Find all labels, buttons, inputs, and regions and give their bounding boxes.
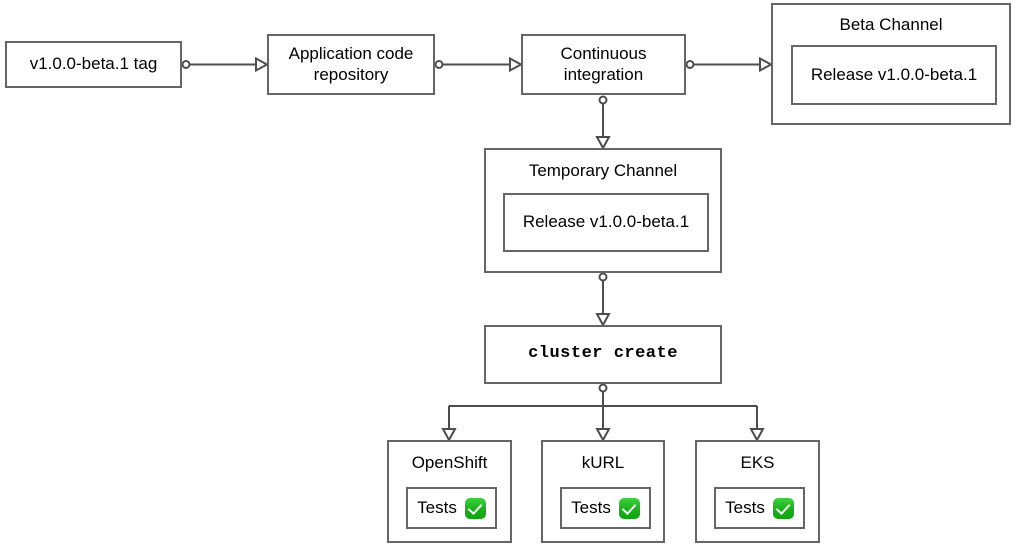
- edge-ci-to-temporary-channel: [595, 95, 611, 151]
- node-continuous-integration-label: Continuous integration: [560, 43, 647, 84]
- node-openshift-title: OpenShift: [411, 453, 488, 472]
- node-beta-channel-title: Beta Channel: [839, 15, 943, 34]
- node-tag-label: v1.0.0-beta.1 tag: [29, 54, 158, 74]
- node-temporary-channel-release-label: Release v1.0.0-beta.1: [522, 212, 690, 232]
- node-continuous-integration[interactable]: Continuous integration: [521, 34, 686, 95]
- node-openshift[interactable]: OpenShift Tests: [387, 440, 512, 543]
- check-mark-button-icon: [464, 497, 486, 519]
- node-temporary-channel[interactable]: Temporary Channel Release v1.0.0-beta.1: [484, 148, 722, 273]
- check-mark-button-icon: [772, 497, 794, 519]
- edge-tag-to-repo: [181, 56, 270, 73]
- node-cluster-create[interactable]: cluster create: [484, 325, 722, 384]
- check-mark-button-icon: [618, 497, 640, 519]
- node-beta-channel[interactable]: Beta Channel Release v1.0.0-beta.1: [771, 3, 1011, 125]
- edge-temporary-channel-to-cluster-create: [595, 272, 611, 328]
- node-openshift-tests-label: Tests: [417, 497, 457, 517]
- node-beta-channel-release[interactable]: Release v1.0.0-beta.1: [791, 45, 997, 105]
- node-eks-tests-label: Tests: [725, 497, 765, 517]
- node-application-code-repository-label: Application code repository: [288, 43, 414, 84]
- node-kurl-tests[interactable]: Tests: [560, 487, 651, 529]
- node-cluster-create-label: cluster create: [528, 344, 678, 364]
- edge-ci-to-beta-channel: [685, 56, 774, 73]
- node-temporary-channel-title: Temporary Channel: [528, 161, 678, 180]
- node-kurl[interactable]: kURL Tests: [541, 440, 665, 543]
- node-openshift-tests[interactable]: Tests: [406, 487, 497, 529]
- node-application-code-repository[interactable]: Application code repository: [267, 34, 435, 95]
- node-beta-channel-release-label: Release v1.0.0-beta.1: [810, 64, 978, 84]
- node-tag[interactable]: v1.0.0-beta.1 tag: [5, 41, 182, 88]
- node-temporary-channel-release[interactable]: Release v1.0.0-beta.1: [503, 193, 709, 252]
- node-eks[interactable]: EKS Tests: [695, 440, 820, 543]
- node-kurl-tests-label: Tests: [571, 497, 611, 517]
- edge-repo-to-ci: [434, 56, 524, 73]
- node-kurl-title: kURL: [581, 453, 625, 472]
- edge-cluster-create-to-targets: [441, 383, 765, 443]
- node-eks-tests[interactable]: Tests: [714, 487, 805, 529]
- node-eks-title: EKS: [740, 453, 775, 472]
